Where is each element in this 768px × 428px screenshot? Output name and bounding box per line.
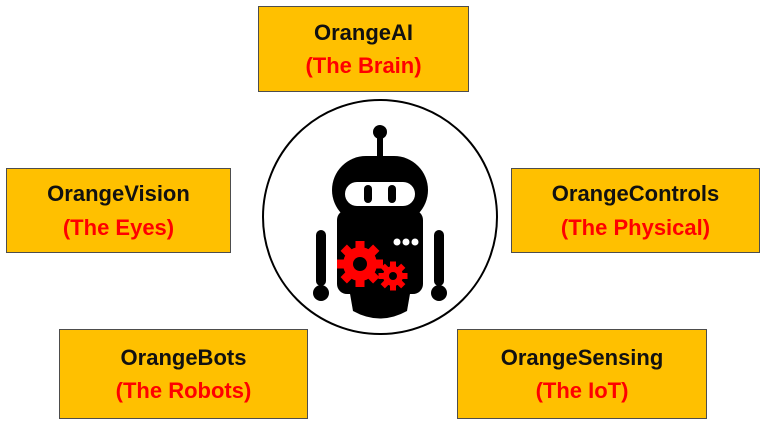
box-subtitle: (The Physical) <box>560 214 711 240</box>
box-orangebots: OrangeBots (The Robots) <box>59 329 308 419</box>
box-subtitle: (The Eyes) <box>62 214 175 240</box>
box-subtitle: (The Robots) <box>115 378 252 403</box>
box-subtitle: (The Brain) <box>305 53 422 78</box>
box-title: OrangeAI <box>313 19 414 45</box>
robot-with-gears-icon <box>313 125 447 319</box>
box-title: OrangeBots <box>120 344 247 370</box>
box-title: OrangeControls <box>551 181 720 206</box>
box-orangeai: OrangeAI (The Brain) <box>258 6 469 92</box>
box-orangecontrols: OrangeControls (The Physical) <box>511 168 760 253</box>
robot-hub <box>262 99 498 335</box>
box-orangevision: OrangeVision (The Eyes) <box>6 168 231 253</box>
box-orangesensing: OrangeSensing (The IoT) <box>457 329 707 419</box>
box-subtitle: (The IoT) <box>535 378 629 403</box>
box-title: OrangeVision <box>47 181 190 206</box>
box-title: OrangeSensing <box>500 344 664 370</box>
